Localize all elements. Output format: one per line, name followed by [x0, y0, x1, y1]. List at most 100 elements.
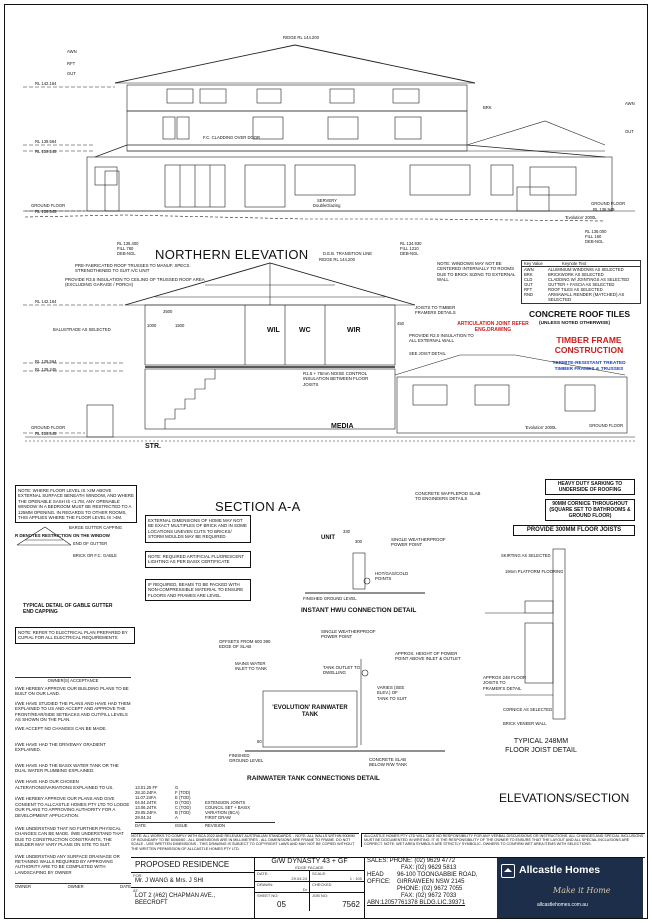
tank-approx-height: APPROX. HEIGHT OF POWER POINT ABOVE INLE… — [395, 651, 461, 662]
hwu-power-point: SINGLE WEATHERPROOF POWER POINT — [391, 537, 446, 548]
fluorescent-note: NOTE: REQUIRED ARTIFICIAL FLUORESCENT LI… — [145, 551, 251, 568]
ground-floor-right: GROUND FLOOR — [591, 201, 626, 206]
hwu-detail-title: INSTANT HWU CONNECTION DETAIL — [301, 607, 417, 614]
brk-keynote: BRK — [483, 105, 492, 110]
revision-issue: C (TOD) — [175, 805, 191, 810]
rl-134-label: RL 134.930 — [400, 241, 422, 246]
servery-label: SERVERY — [317, 198, 337, 203]
elevations-section-title: ELEVATIONS/SECTION — [499, 791, 630, 805]
revision-header: ISSUE — [175, 823, 188, 828]
acceptance-item: I/WE HAVE HAD OUR CHOSEN ALTERATIONS/VAR… — [15, 779, 114, 790]
keynote-key: RND — [524, 292, 534, 297]
revision-date: 13.01.25 FF — [135, 785, 158, 790]
dim-450: 450 — [397, 321, 404, 326]
joist-platform: 19mm PLATFORM FLOORING — [505, 569, 564, 574]
fill-760-label: FILL 760 — [117, 246, 134, 251]
ground-floor-right-2: GROUND FLOOR — [589, 423, 624, 428]
ridge-level-label-2: RIDGE RL 144.200 — [319, 257, 355, 262]
balustrade-label: BALUSTRADE AS SELECTED — [53, 327, 111, 332]
revision-date: 13.06.24TK — [135, 805, 157, 810]
acceptance-item: I/WE HAVE STUDIED THE PLANS AND HAVE HAD… — [15, 700, 131, 723]
fill-1210-label: FILL 1210 — [400, 246, 419, 251]
rl-139b-label-2: RL 139.245 — [35, 367, 57, 372]
tank-offsets: OFFSETS FROM 600 390 EDGE OF SLAB — [219, 639, 271, 650]
head-office-address: 96-100 TOONGABBIE ROAD, GIRRAWEEN NSW 21… — [397, 872, 477, 886]
head-office-label: HEAD OFFICE: — [367, 872, 391, 885]
section-a-a-title: SECTION A-A — [215, 499, 301, 514]
tank-mains-inlet: MAINS WATER INLET TO TANK — [235, 661, 268, 672]
general-notes-text: NOTE: ALL WORKS TO COMPLY WITH BCA 2022 … — [131, 834, 355, 851]
sheet-number: 05 — [277, 900, 286, 909]
termite-note: TERMITE-RESISTANT TREATED TIMBER FRAMES … — [552, 361, 626, 372]
drawing-sheet: RIDGE RL 144.200 AWN RFT GUT RL 142.164 … — [4, 4, 648, 919]
house-logo-icon — [501, 864, 515, 878]
evolution-tank-label-2: 'Evolution' 2000L — [525, 425, 557, 430]
revision-header: DATE — [135, 823, 146, 828]
room-wil: WIL — [267, 327, 280, 334]
at-label: AT: — [131, 887, 254, 893]
brand-website: allcastlehomes.com.au — [537, 902, 588, 908]
hwu-unit-label: UNIT — [321, 535, 335, 541]
sales-fax: FAX: (02) 9629 5813 — [401, 865, 457, 871]
owner-sign-label: OWNER — [15, 884, 32, 890]
title-project-col: PROPOSED RESIDENCE FOR: Mr. J WANG & Mrs… — [131, 858, 255, 918]
tank-variable: VARIES (SEE ELEV.) OF TANK TO SUIT — [377, 685, 407, 701]
northern-elevation-title: NORTHERN ELEVATION — [155, 247, 309, 262]
ridge-level-label: RIDGE RL 144.200 — [283, 35, 319, 40]
rl-142-label: RL 142.164 — [35, 81, 57, 86]
revision-issue: F (TOD) — [175, 790, 191, 795]
keynote-key: CLD — [524, 277, 533, 282]
rl-136949-label: RL 136.949 — [593, 207, 615, 212]
floor-level-note: NOTE: WHERE FLOOR LEVEL IS >2M ABOVE EXT… — [15, 485, 137, 524]
revision-issue: G — [175, 785, 179, 790]
fill-160-label: FILL 160 — [585, 234, 602, 239]
job-label: JOB NO: — [312, 893, 329, 898]
tank-slab: CONCRETE SLAB BELOW R/W TANK — [369, 757, 408, 768]
date-value: 29.04.24 — [291, 876, 307, 881]
acceptance-item: I/WE HEREBY APPROVE OUR PLANS AND GIVE C… — [15, 796, 130, 818]
acceptance-item: I/WE HAVE HAD THE DRIVEWAY GRADIENT EXPL… — [15, 741, 106, 753]
revision-date: 29.05.24FA — [135, 810, 157, 815]
owner-sign-label: OWNER — [67, 884, 84, 890]
architectural-linework — [16, 44, 635, 752]
hwu-finished-ground: FINISHED GROUND LEVEL — [303, 596, 357, 601]
acceptance-item: I/WE HEREBY APPROVE OUR BUILDING PLANS T… — [15, 686, 129, 697]
room-str: STR. — [145, 443, 161, 450]
revision-desc: COUNCIL SET + BASIX — [205, 805, 251, 810]
drawn-value: Dr — [302, 887, 307, 892]
checked-label: CHECKED — [312, 882, 332, 887]
acceptance-item: I/WE UNDERSTAND THAT NO FURTHER PHYSICAL… — [15, 825, 124, 848]
liability-notes: ALLCASTLE HOMES PTY LTD WILL TAKE NO RES… — [361, 833, 645, 847]
brand-panel: Allcastle Homes Make it Home allcastleho… — [497, 858, 643, 918]
joists-note: JOISTS TO TIMBER FRAMERS DETAILS — [415, 305, 456, 316]
joist-detail-title: TYPICAL 248MM FLOOR JOIST DETAIL — [505, 738, 577, 754]
sheet-label: SHEET NO: — [257, 893, 279, 898]
dim-1500: 1500 — [175, 323, 185, 328]
joist-cornice: CORNICE AS SELECTED — [503, 707, 553, 712]
revision-date: 04.04.24TK — [135, 800, 157, 805]
scale-label: SCALE: — [312, 871, 327, 876]
prefab-trusses-note: PRE-FABRICATED ROOF TRUSSES TO MANUF. SP… — [75, 263, 191, 274]
joist-veneer: BRICK VENEER WALL — [503, 721, 547, 726]
date-scale-row: DATE:29.04.24 SCALE:1 : 100 — [255, 871, 364, 882]
scale-value: 1 : 100 — [349, 876, 362, 881]
fc-cladding-label: F.C. CLADDING OVER DOOR — [203, 135, 261, 140]
sarking-note: HEAVY DUTY SARKING TO UNDERSIDE OF ROOFI… — [545, 479, 635, 495]
hwu-hot-cold: HOT/GAS/COLD POINTS — [375, 571, 409, 582]
tank-detail-title: RAINWATER TANK CONNECTIONS DETAIL — [247, 775, 380, 782]
revision-desc: FIRST DRAW — [205, 815, 231, 820]
head-office-line-2: GIRRAWEEN NSW 2145 — [397, 879, 465, 885]
rl-142-label-2: RL 142.164 — [35, 299, 57, 304]
rl-136b-label: RL 136.000 — [585, 229, 607, 234]
rl-135-label: RL 135.400 — [117, 241, 139, 246]
revision-row: 13.01.25 FF G — [135, 785, 275, 790]
barge-label: BARGE GUTTER CAPPING — [69, 525, 123, 530]
keynote-key: BRK — [524, 272, 533, 277]
tank-finished-ground: FINISHED GROUND LEVEL — [229, 753, 264, 764]
head-phone: PHONE: (02) 9672 7055 — [397, 886, 463, 892]
head-office-row: HEAD OFFICE: 96-100 TOONGABBIE ROAD, GIR… — [367, 872, 495, 886]
transition-line-label: D.E.B. TRANSITION LINE — [323, 251, 373, 256]
